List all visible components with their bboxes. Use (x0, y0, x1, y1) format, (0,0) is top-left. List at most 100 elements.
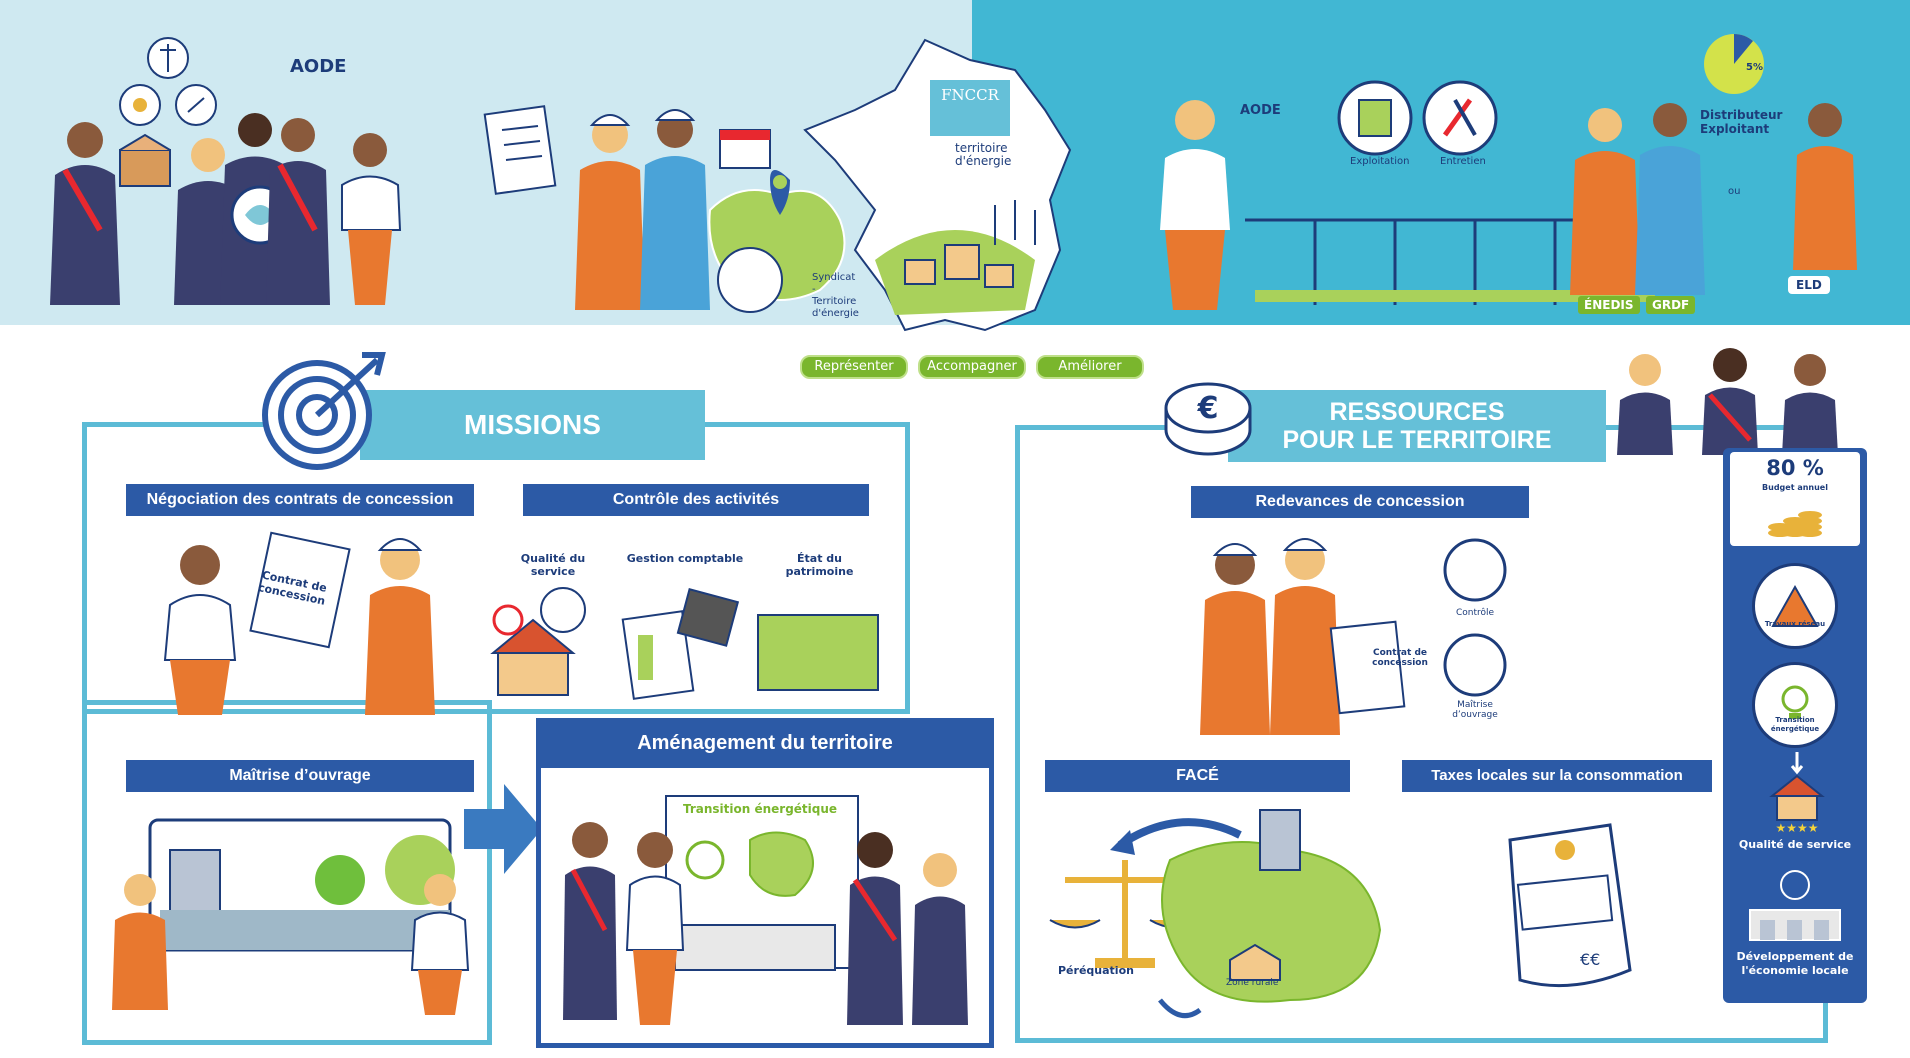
gestion-caption: Gestion comptable (626, 552, 744, 565)
transition-icon (1752, 662, 1838, 748)
technicians-illustration (483, 105, 771, 310)
stopwatch-icon (492, 604, 524, 636)
village-icon (904, 244, 1014, 288)
amenagement-header: Aménagement du territoire (536, 718, 994, 768)
magnifier-check-icon (1443, 538, 1507, 602)
pin-power-line-icon (147, 37, 189, 79)
person-woman-1 (50, 122, 120, 305)
transition-caption: Transition énergétique (682, 802, 838, 816)
perequation-label: Péréquation (1058, 964, 1134, 977)
tree-icon (315, 855, 365, 905)
fnccr-logo: FNCCR (930, 80, 1010, 136)
qualite-service-label: Qualité de service (1738, 838, 1852, 851)
calculator-icon (676, 588, 740, 647)
redevances-header: Redevances de concession (1191, 486, 1529, 518)
controle-header: Contrôle des activités (523, 484, 869, 516)
entretien-label: Entretien (1440, 156, 1486, 167)
elected-officials-illustration (50, 37, 402, 305)
syndicat-label: Syndicat - Territoire d'énergie (812, 272, 859, 319)
target-icon (262, 352, 386, 470)
technician-2 (640, 109, 710, 310)
zone-rurale-label: Zone rurale (1226, 978, 1279, 988)
euro-coin-icon: € (1164, 382, 1252, 456)
distribution-illustration (1160, 80, 1857, 310)
coin-stack-icon (1768, 511, 1822, 537)
fnccr-logo-text: FNCCR (941, 86, 999, 104)
maitrise-portrait-icon (1443, 633, 1507, 697)
pin-heat-icon (175, 84, 217, 126)
elected-woman-1 (563, 822, 617, 1020)
distributor-person-1 (1570, 108, 1640, 295)
transition-label: Transition énergétique (1770, 716, 1820, 733)
etat-caption: État du patrimoine (785, 552, 854, 578)
missions-title: MISSIONS (360, 390, 705, 460)
aode-left-label: AODE (290, 56, 347, 77)
checklist-icon (483, 105, 557, 195)
curved-arrow-icon (1117, 818, 1242, 849)
patrimoine-map-icon (757, 614, 879, 691)
elected-man (847, 832, 903, 1025)
person-woman-3 (341, 133, 402, 305)
technician-portrait-icon (540, 587, 586, 633)
syndicat-map-illustration (708, 170, 846, 313)
distributeur-label: Distributeur Exploitant (1700, 108, 1783, 136)
aode-person-right (410, 874, 470, 1015)
elected-woman-2 (625, 832, 685, 1025)
maitrise-small-label: Maîtrise d’ouvrage (1452, 700, 1498, 720)
pie-5-percent-icon (1704, 34, 1764, 94)
technician-1 (575, 114, 645, 310)
enedis-tag: ÉNEDIS (1578, 296, 1640, 314)
ressources-title-line2: POUR LE TERRITOIRE (1282, 426, 1552, 454)
arrow-right-icon (464, 784, 542, 874)
contract-document-icon-2 (1329, 620, 1406, 715)
person-woman-2 (266, 118, 330, 305)
quality-house-stars-icon: ★★★★ (1769, 752, 1825, 832)
pin-gas-icon (119, 84, 161, 126)
pill-accompagner: Accompagner (918, 355, 1026, 379)
controle-illustration (490, 587, 879, 700)
negociation-header: Négociation des contrats de concession (126, 484, 474, 516)
ou-label: ou (1728, 186, 1741, 197)
negociation-illustration (163, 531, 435, 715)
face-header: FACÉ (1045, 760, 1350, 792)
svg-text:€: € (1197, 391, 1219, 426)
distributor-person-2 (1635, 103, 1705, 295)
woman-negotiator (163, 545, 237, 715)
house-icon (490, 618, 576, 696)
travaux-reseau-icon (1752, 563, 1838, 649)
pie-percent-label: 5% (1746, 62, 1763, 73)
contract-document-icon (249, 531, 351, 649)
elected-woman-blonde (912, 853, 968, 1025)
territory-map-icon (749, 831, 814, 897)
territoire-logo: territoire d'énergie (955, 141, 1012, 168)
maitrise-illustration (112, 818, 470, 1015)
grdf-tag: GRDF (1646, 296, 1696, 314)
redevances-illustration (1200, 538, 1507, 735)
amenagement-illustration (563, 822, 968, 1025)
taxes-header: Taxes locales sur la consommation (1402, 760, 1712, 792)
eld-tag: ELD (1788, 276, 1830, 294)
budget-label: Budget annuel (1762, 483, 1828, 492)
developpement-label: Développement de l'économie locale (1736, 950, 1854, 977)
energy-label-icon (674, 924, 836, 971)
controle-small-label: Contrôle (1455, 608, 1495, 618)
qualite-caption: Qualité du service (520, 552, 586, 578)
ressources-title: RESSOURCES POUR LE TERRITOIRE (1228, 390, 1606, 462)
ressources-officials-illustration (1617, 348, 1838, 455)
ressources-title-line1: RESSOURCES (1329, 398, 1505, 426)
pill-representer: Représenter (800, 355, 908, 379)
euro-bill-label: €€ (1580, 950, 1601, 969)
exploitation-label: Exploitation (1350, 156, 1410, 167)
face-illustration (1049, 809, 1382, 1019)
france-map (803, 38, 1072, 332)
city-icon (1259, 809, 1301, 871)
travaux-label: Travaux réseau (1764, 620, 1826, 628)
rural-house-icon (1229, 943, 1281, 981)
contrat-label-2: Contrat de concession (1372, 648, 1428, 668)
bill-document-icon (1508, 823, 1632, 988)
aode-right-label: AODE (1240, 103, 1281, 118)
aode-person (1160, 100, 1230, 310)
missions-frame-bottom (82, 700, 492, 1045)
wind-turbine-icon (994, 200, 1036, 245)
svg-text:★★★★: ★★★★ (1775, 821, 1818, 832)
